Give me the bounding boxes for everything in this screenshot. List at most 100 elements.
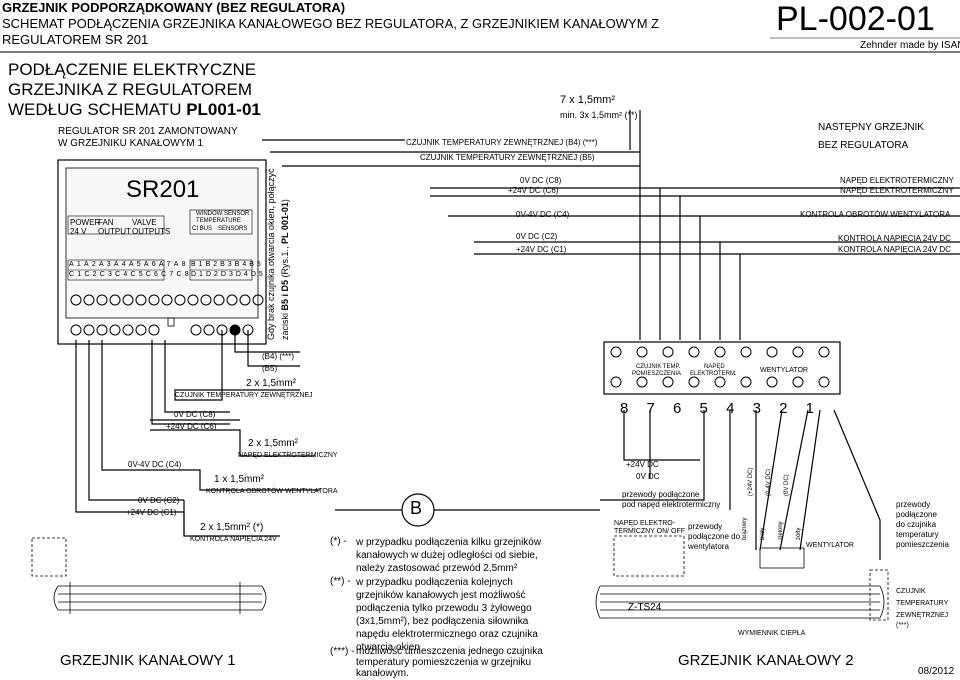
note-1-mark: (*) - xyxy=(330,536,347,547)
h2-exchanger: WYMIENNIK CIEPŁA xyxy=(738,630,806,637)
right-label-5: KONTROLA NAPIĘCIA 24V DC xyxy=(838,245,951,254)
tb-drive-2: ELEKTROTERM. xyxy=(690,371,737,377)
regulator-model: SR201 xyxy=(126,176,200,203)
heater2-coil xyxy=(595,535,889,621)
top-c8: 0V DC (C8) xyxy=(520,176,562,185)
right-label-3: KONTROLA OBROTÓW WENTYLATORA xyxy=(800,210,951,219)
screw-row-top xyxy=(70,294,264,306)
footer-date: 08/2012 xyxy=(918,666,955,677)
left-drive-label: NAPĘD ELEKTROTERMICZNY xyxy=(238,452,338,459)
right-label-2: NAPĘD ELEKTROTERMICZNY xyxy=(840,186,954,195)
wire-color-2: biały xyxy=(760,527,766,540)
left-c2: 0V DC (C2) xyxy=(138,496,180,505)
h2-zero: 0V DC xyxy=(636,472,660,481)
tb-sensor-1: CZUJNIK TEMP. xyxy=(636,364,681,370)
top-c4: 0V-4V DC (C4) xyxy=(516,210,570,219)
wire-color-3: zielony xyxy=(778,521,784,540)
h2-right-5: pomieszczenia xyxy=(896,540,949,549)
left-b5: (B5) xyxy=(262,364,278,373)
doc-number: PL-002-01 xyxy=(776,0,935,38)
footer-heater1: GRZEJNIK KANAŁOWY 1 xyxy=(60,652,236,669)
left-fan-label: KONTROLA OBROTÓW WENTYLATORA xyxy=(206,488,338,495)
h2-fan-label: WENTYLATOR xyxy=(806,542,854,549)
h2-drive-label-2: TERMICZNY ON/ OFF xyxy=(614,528,686,535)
valve-label: VALVE OUTPUTS xyxy=(132,218,171,236)
left-cable-2x-a: 2 x 1,5mm² xyxy=(246,378,297,389)
tb-fan: WENTYLATOR xyxy=(760,367,808,374)
top-c1: +24V DC (C1) xyxy=(516,245,567,254)
note-3-mark: (***) - xyxy=(330,646,355,657)
left-b4: (B4) (***) xyxy=(262,352,295,361)
h2-wires-fan-2: podłączone do xyxy=(688,532,741,541)
section-title-1: PODŁĄCZENIE ELEKTRYCZNE xyxy=(8,60,257,79)
tb-numbers: 8 7 6 5 4 3 2 1 xyxy=(620,400,814,417)
cable-7x: 7 x 1,5mm² xyxy=(560,94,616,106)
h2-right-3: do czujnika xyxy=(896,520,937,529)
right-label-4: KONTROLA NAPIĘCIA 24V DC xyxy=(838,234,951,243)
power-label: POWER 24 V xyxy=(70,218,101,236)
wire-color-4: żółty xyxy=(796,527,802,540)
top-c6: +24V DC (C6) xyxy=(508,186,559,195)
screw-row-bottom xyxy=(70,317,254,336)
h2-wires-drive-2: pod napęd elektrotermiczny xyxy=(622,500,721,509)
h2-sensor-3: ZEWNĘTRZNEJ xyxy=(896,612,949,619)
header-title: GRZEJNIK PODPORZĄDKOWANY (BEZ REGULATORA… xyxy=(2,0,346,15)
section-title-3: WEDŁUG SCHEMATU PL001-01 xyxy=(8,100,261,119)
h2-wires-fan-1: przewody xyxy=(688,522,723,531)
left-cable-2x-c: 2 x 1,5mm² (*) xyxy=(200,522,264,533)
header-subtitle: SCHEMAT PODŁĄCZENIA GRZEJNIKA KANAŁOWEGO… xyxy=(2,16,660,31)
next-heater-1: NASTĘPNY GRZEJNIK xyxy=(818,122,924,133)
top-c2: 0V DC (C2) xyxy=(516,232,558,241)
h2-right-1: przewody xyxy=(896,500,931,509)
h2-sensor-1: CZUJNIK xyxy=(896,588,926,595)
wire-signal-3: (0V DC) xyxy=(784,474,790,496)
left-c4: 0V-4V DC (C4) xyxy=(128,460,182,469)
h2-sensor-4: (***) xyxy=(896,622,909,629)
marker-b: B xyxy=(410,498,423,518)
left-junction-box xyxy=(31,537,67,577)
wire-signal-2: (0-4V DC) xyxy=(766,468,772,496)
terminals-d: D1D2D3D4D5 xyxy=(191,271,266,278)
left-c6: +24V DC (C6) xyxy=(166,422,217,431)
h2-plus24: +24V DC xyxy=(626,460,659,469)
left-cable-2x-b: 2 x 1,5mm² xyxy=(248,438,299,449)
cable-min: min. 3x 1,5mm² (**) xyxy=(560,110,638,120)
left-c1: +24V DC (C1) xyxy=(126,508,177,517)
header-subtitle-2: REGULATOREM SR 201 xyxy=(2,32,149,47)
tb-drive-1: NAPĘD xyxy=(704,364,725,370)
tb-sensor-2: POMIESZCZENIA xyxy=(632,371,682,377)
fan-label: FAN OUTPUT xyxy=(98,218,131,236)
right-label-1: NAPĘD ELEKTROTERMICZNY xyxy=(840,176,954,185)
sensors-label: SENSORS xyxy=(218,226,248,232)
h2-right-4: temperatury xyxy=(896,530,939,539)
h2-wires-fan-3: wentylatora xyxy=(688,542,729,551)
terminals-c: C1C2C3C4C5C6C7C8 xyxy=(69,271,192,278)
regulator-caption-1: REGULATOR SR 201 ZAMONTOWANY xyxy=(58,126,238,137)
note-1: w przypadku podłączenia kilku grzejników… xyxy=(356,537,542,574)
terminals-b: B1B2B3B4B5 xyxy=(191,261,264,268)
h2-right-2: podłączone xyxy=(896,510,937,519)
ext-sensor-b5: CZUJNIK TEMPERATURY ZEWNĘTRZNEJ (B5) xyxy=(420,153,595,162)
footer-heater2: GRZEJNIK KANAŁOWY 2 xyxy=(678,652,854,669)
section-title-2: GRZEJNIKA Z REGULATOREM xyxy=(8,80,253,99)
note-2-mark: (**) - xyxy=(330,576,351,587)
left-cable-1x: 1 x 1,5mm² xyxy=(214,474,265,485)
h2-wires-drive-1: przewody podłączone xyxy=(622,490,700,499)
window-sensor-label: WINDOW SENSOR xyxy=(196,211,250,217)
left-voltage-label: KONTROLA NAPIĘCIA 24V xyxy=(190,536,277,543)
bus-label: CI BUS xyxy=(192,226,213,232)
next-heater-2: BEZ REGULATORA xyxy=(818,140,909,151)
left-sensor-label: CZUJNIK TEMPERATURY ZEWNĘTRZNEJ xyxy=(175,392,313,399)
terminal-block-heater2 xyxy=(603,341,841,395)
ext-sensor-b4: CZUJNIK TEMPERATURY ZEWNĘTRZNEJ (B4) (**… xyxy=(406,138,598,147)
wire-signal-1: (+24V DC) xyxy=(748,467,754,496)
h2-model: Z-TS24 xyxy=(628,602,662,613)
maker-label: Zehnder made by ISAN xyxy=(860,40,960,51)
left-c8: 0V DC (C8) xyxy=(174,410,216,419)
h2-sensor-2: TEMPERATURY xyxy=(896,600,949,607)
heater1-coil xyxy=(53,582,267,614)
side-note-1: Gdy brak czujnika otwarcia okien, połącz… xyxy=(266,168,276,340)
